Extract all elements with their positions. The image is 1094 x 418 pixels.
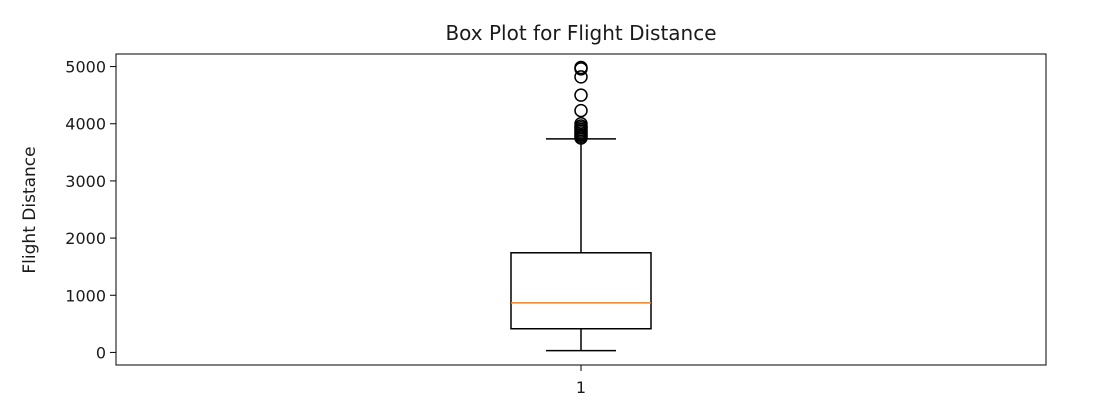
- outlier-point: [574, 70, 588, 84]
- y-tick-label: 3000: [65, 172, 106, 191]
- y-tick-label: 0: [96, 343, 106, 362]
- y-axis-title: Flight Distance: [20, 146, 40, 273]
- outlier-point: [574, 60, 588, 75]
- y-tick-label: 5000: [65, 58, 106, 77]
- x-axis-ticks: 1: [576, 365, 586, 397]
- y-axis-ticks: 0 1000 2000 3000 4000 5000: [65, 58, 116, 362]
- chart-title: Box Plot for Flight Distance: [445, 21, 716, 45]
- marks-layer: [510, 60, 652, 352]
- iqr-box: [510, 252, 652, 330]
- outlier-point: [574, 88, 588, 102]
- outlier-point: [574, 116, 588, 131]
- y-tick-label: 2000: [65, 229, 106, 248]
- x-tick-label: 1: [576, 378, 586, 397]
- y-tick-label: 4000: [65, 115, 106, 134]
- outlier-point: [574, 103, 588, 118]
- y-tick-label: 1000: [65, 286, 106, 305]
